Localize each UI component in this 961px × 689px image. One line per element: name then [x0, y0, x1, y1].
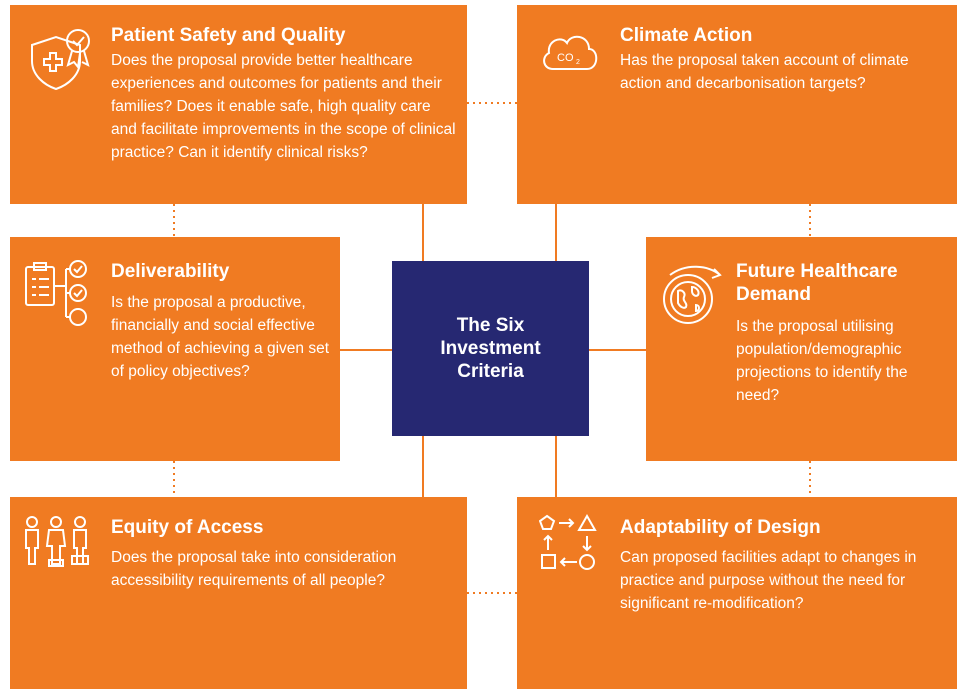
criterion-text: Is the proposal a productive, financiall… — [111, 294, 329, 380]
criterion-text: Is the proposal utilising population/dem… — [736, 318, 908, 404]
criterion-title: Patient Safety and Quality — [111, 25, 346, 46]
connector-right — [589, 349, 646, 351]
center-box: The Six Investment Criteria — [392, 261, 589, 436]
criterion-future-healthcare-demand: Future Healthcare Demand Is the proposal… — [646, 237, 957, 461]
criterion-title: Future Healthcare Demand — [736, 261, 898, 305]
connector-bottom-right — [555, 436, 557, 501]
criterion-adaptability-of-design: Adaptability of Design Can proposed faci… — [517, 497, 957, 689]
criterion-title: Equity of Access — [111, 517, 264, 538]
criterion-text: Has the proposal taken account of climat… — [620, 52, 909, 92]
criterion-text: Does the proposal provide better healthc… — [111, 52, 456, 161]
people-icon — [22, 514, 98, 570]
center-title: The Six Investment Criteria — [440, 315, 541, 382]
criterion-text: Does the proposal take into consideratio… — [111, 549, 397, 589]
criterion-title: Deliverability — [111, 261, 230, 282]
criterion-deliverability: Deliverability Is the proposal a product… — [10, 237, 340, 461]
criterion-patient-safety: Patient Safety and Quality Does the prop… — [10, 5, 467, 204]
criterion-equity-of-access: Equity of Access Does the proposal take … — [10, 497, 467, 689]
criterion-text: Can proposed facilities adapt to changes… — [620, 549, 917, 612]
connector-bottom-left — [422, 436, 424, 501]
svg-text:2: 2 — [576, 59, 580, 66]
connector-top-right — [555, 202, 557, 261]
shapes-cycle-icon — [539, 514, 609, 576]
checklist-icon — [22, 257, 98, 327]
criterion-climate-action: CO 2 Climate Action Has the proposal tak… — [517, 5, 957, 204]
globe-arrow-icon — [656, 261, 732, 331]
svg-text:CO: CO — [557, 52, 574, 64]
shield-award-icon — [22, 25, 104, 91]
connector-left — [340, 349, 392, 351]
criterion-title: Climate Action — [620, 25, 753, 46]
connector-top-left — [422, 202, 424, 261]
criterion-title: Adaptability of Design — [620, 517, 821, 538]
co2-cloud-icon: CO 2 — [539, 29, 601, 77]
